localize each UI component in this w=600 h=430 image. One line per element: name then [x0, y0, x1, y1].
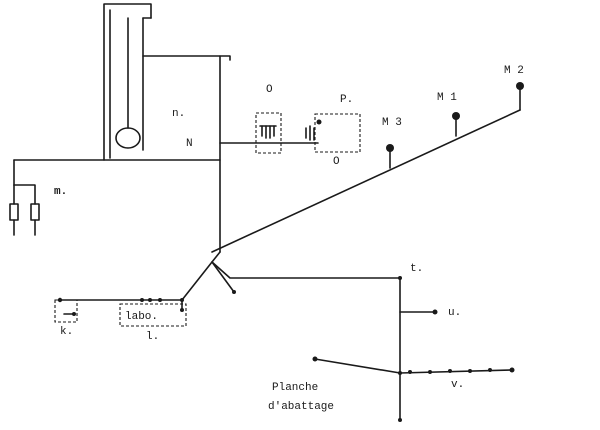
label-o-top: O: [266, 84, 273, 96]
label-planche: Planche: [272, 382, 318, 394]
gauge-bulb: [115, 127, 141, 149]
label-p: P.: [340, 94, 353, 106]
label-u: u.: [448, 307, 461, 319]
k-box: [54, 299, 78, 323]
label-k: k.: [60, 326, 73, 338]
junction: [181, 251, 401, 301]
feeder-m: [211, 82, 524, 253]
label-m2: M 2: [504, 65, 524, 77]
tank-structure: [13, 3, 231, 186]
label-m3: M 3: [382, 117, 402, 129]
branch-t-u-v: [312, 276, 515, 422]
label-n-lower: n.: [172, 108, 185, 120]
branch-labo: [54, 297, 187, 327]
label-t: t.: [410, 263, 423, 275]
labo-box: [119, 303, 187, 327]
label-abattage: d'abattage: [268, 401, 334, 413]
label-l: l.: [146, 331, 159, 343]
label-m: m.: [54, 186, 67, 198]
label-n-upper: N: [186, 138, 193, 150]
branch-o-p: [219, 112, 361, 154]
label-m1: M 1: [437, 92, 457, 104]
label-o-bottom: O: [333, 156, 340, 168]
label-v: v.: [451, 379, 464, 391]
label-labo: labo.: [125, 311, 158, 323]
fuse-pair-m: [9, 184, 40, 236]
